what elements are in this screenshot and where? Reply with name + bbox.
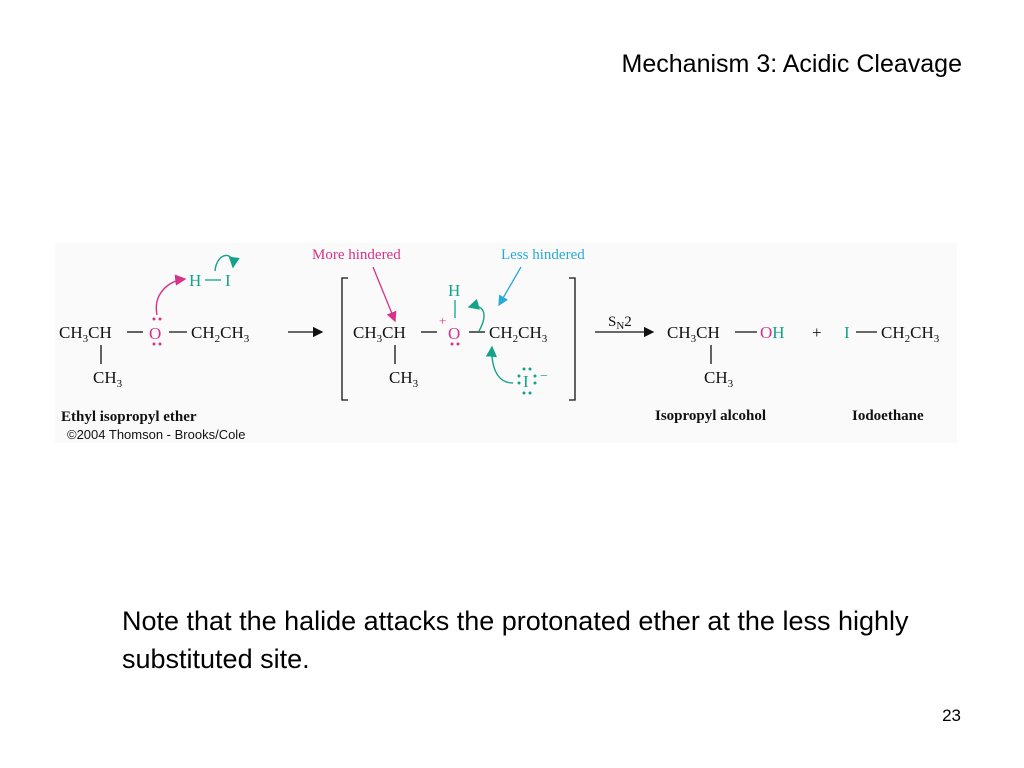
reaction-figure: CH3CH O CH2CH3 CH3 H I Ethyl isopropyl e… <box>55 243 957 443</box>
oxonium-charge: + <box>439 313 446 328</box>
reaction-diagram: CH3CH O CH2CH3 CH3 H I Ethyl isopropyl e… <box>59 247 940 442</box>
lone-pair-dot <box>522 367 526 371</box>
plus-sign: + <box>812 323 822 342</box>
lone-pair-dot <box>450 342 454 346</box>
lone-pair-dot <box>517 381 521 385</box>
iodoethane-ch2ch3-group: CH2CH3 <box>881 323 940 345</box>
less-hindered-label: Less hindered <box>501 247 585 263</box>
product-isopropyl-alcohol: CH3CH OH CH3 Isopropyl alcohol <box>655 323 785 424</box>
product-ch3-branch: CH3 <box>704 368 734 390</box>
reactant-ch3-branch: CH3 <box>93 368 123 390</box>
hi-hydrogen: H <box>189 271 201 290</box>
explanation-note: Note that the halide attacks the protona… <box>122 606 909 674</box>
lone-pair-dot <box>456 342 460 346</box>
iodide-attack-arrow <box>485 345 514 384</box>
lone-pair-dot <box>533 381 537 385</box>
reactant-ch2ch3-group: CH2CH3 <box>191 323 250 345</box>
c-o-bond-break-arrow <box>467 298 485 332</box>
lone-pair-dot <box>152 342 156 346</box>
more-hindered-pointer <box>372 266 397 323</box>
product2-name: Iodoethane <box>852 408 924 424</box>
iodoethane-iodine: I <box>844 323 850 342</box>
product1-name: Isopropyl alcohol <box>655 408 766 424</box>
reactant-name: Ethyl isopropyl ether <box>61 409 197 425</box>
lone-pair-dot <box>158 342 162 346</box>
reactant-ch3ch-group: CH3CH <box>59 323 112 345</box>
copyright: ©2004 Thomson - Brooks/Cole <box>67 427 245 442</box>
lone-pair-dot <box>528 391 532 395</box>
intermediate-ch2ch3-group: CH2CH3 <box>489 323 548 345</box>
product-iodoethane: I CH2CH3 Iodoethane <box>844 323 940 424</box>
iodide-charge: − <box>540 369 548 384</box>
sn2-label: SN2 <box>608 314 632 332</box>
lone-pair-dot <box>533 374 537 378</box>
lone-pair-dot <box>522 391 526 395</box>
lone-pair-dot <box>517 374 521 378</box>
iodide-ion: I − <box>485 345 548 395</box>
left-bracket <box>341 277 348 401</box>
lone-pair-dot <box>528 367 532 371</box>
intermediate-oxygen: O <box>448 324 460 343</box>
product-ch3ch-group: CH3CH <box>667 323 720 345</box>
reactant-oxygen: O <box>149 324 161 343</box>
more-hindered-label: More hindered <box>312 247 401 263</box>
reactant-structure: CH3CH O CH2CH3 CH3 H I Ethyl isopropyl e… <box>59 254 250 442</box>
right-bracket <box>569 277 576 401</box>
oxygen-attack-arrow <box>155 274 187 316</box>
page-number: 23 <box>942 706 961 725</box>
intermediate-hydrogen: H <box>448 281 460 300</box>
less-hindered-pointer <box>498 266 522 307</box>
protonated-intermediate: More hindered Less hindered CH3CH + O H … <box>312 247 585 401</box>
slide-title: Mechanism 3: Acidic Cleavage <box>621 50 962 78</box>
hydroxyl-group: OH <box>760 323 785 342</box>
intermediate-ch3-branch: CH3 <box>389 368 419 390</box>
lone-pair-dot <box>152 317 156 321</box>
lone-pair-dot <box>158 317 162 321</box>
intermediate-ch3ch-group: CH3CH <box>353 323 406 345</box>
hi-iodine: I <box>225 271 231 290</box>
iodide-symbol: I <box>523 372 529 391</box>
bond-break-arrow <box>214 254 240 272</box>
